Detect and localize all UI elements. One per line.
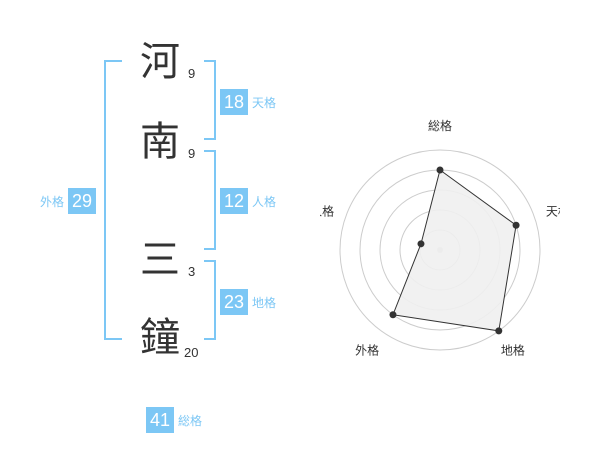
stroke-count-3: 3 [188,264,196,279]
radar-point-5 [417,240,425,248]
tenkaku-badge: 18 天格 [220,89,276,115]
jinkaku-value: 12 [220,188,248,214]
chikaku-badge: 23 地格 [220,289,276,315]
tenkaku-bracket [204,60,216,140]
radar-axis-label-4: 外格 [355,342,379,357]
soukaku-label: 総格 [178,413,203,428]
radar-axis-label-2: 天格 [546,204,560,219]
radar-chart: 総格天格地格 外格 人格 [320,118,560,357]
tenkaku-value: 18 [220,89,248,115]
gaikaku-value: 29 [68,188,97,214]
radar-point-4 [389,311,397,319]
gaikaku-bracket [104,60,122,340]
radar-point-2 [512,221,520,229]
stroke-count-1: 9 [188,66,196,81]
chikaku-value: 23 [220,289,248,315]
chikaku-label: 地格 [252,295,277,310]
name-char-3: 三 [140,237,180,283]
stroke-count-4: 20 [184,345,199,360]
radar-polygon [392,169,517,332]
gaikaku-badge: 外格 29 [40,188,97,214]
radar-ring-5 [339,149,541,351]
soukaku-badge: 41 総格 [146,407,202,433]
tenkaku-label: 天格 [252,95,277,110]
radar-axis-label-5: 人格 [320,204,334,219]
radar-axis-label-3: 地格 [501,342,525,357]
radar-point-1 [436,166,444,174]
soukaku-value: 41 [146,407,174,433]
name-char-1: 河 [140,39,180,85]
name-char-4: 鐘 [140,315,180,361]
jinkaku-badge: 12 人格 [220,188,276,214]
jinkaku-bracket [204,150,216,250]
stroke-count-2: 9 [188,146,196,161]
gaikaku-label: 外格 [40,194,65,209]
jinkaku-label: 人格 [252,194,277,209]
chikaku-bracket [204,260,216,340]
radar-point-3 [495,327,503,335]
radar-axis-label-1: 総格 [428,118,452,133]
name-char-2: 南 [140,119,180,165]
